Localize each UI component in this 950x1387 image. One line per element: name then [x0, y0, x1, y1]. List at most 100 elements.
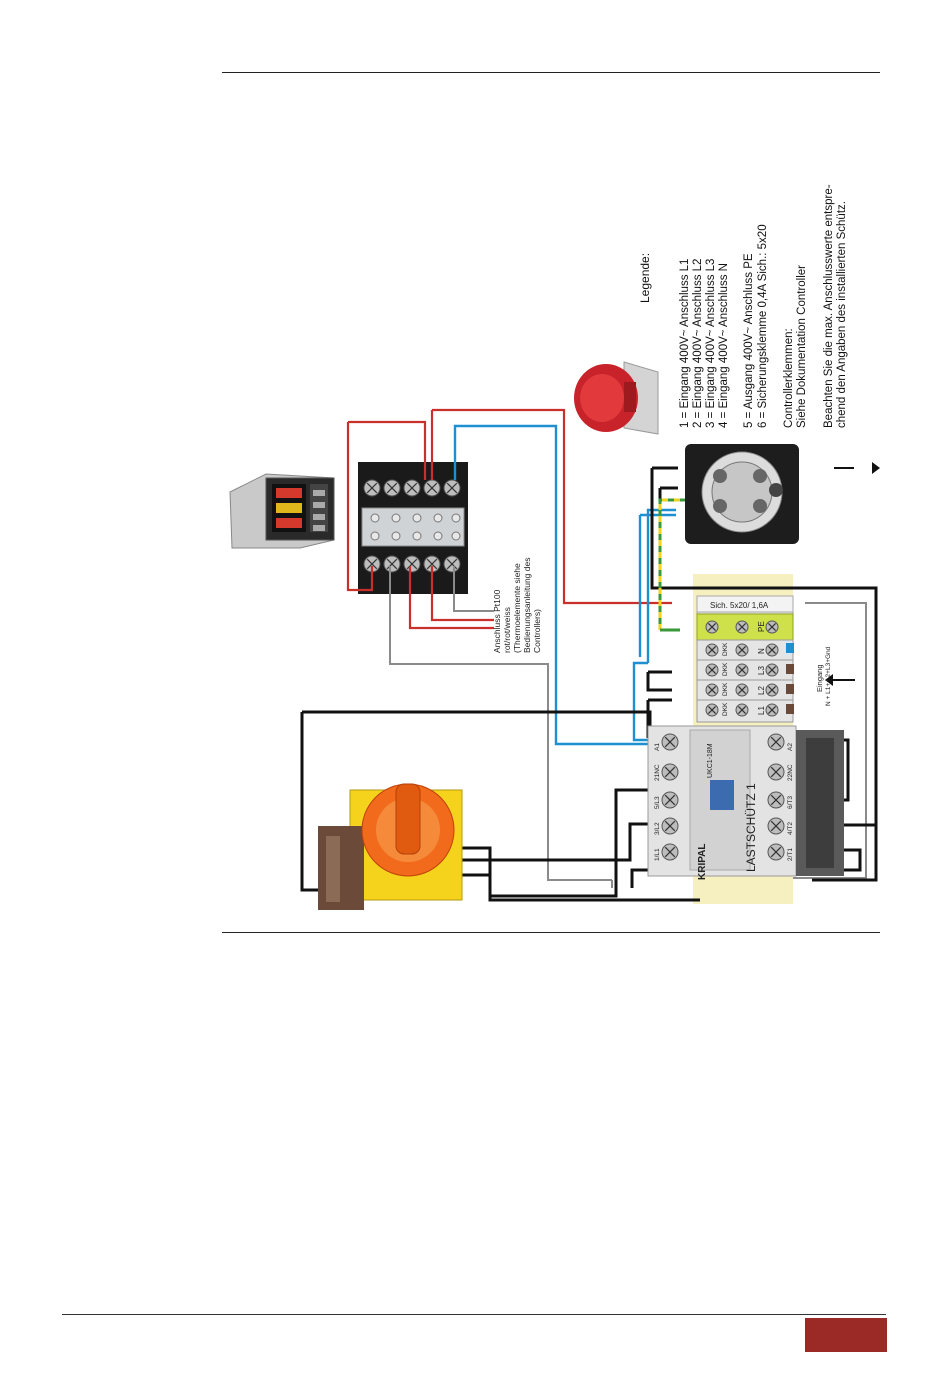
contactor — [647, 725, 844, 877]
legend-title: Legende: — [638, 253, 652, 303]
terminal-block — [696, 595, 794, 723]
diagram-bottom-rule — [222, 932, 880, 933]
contactor-terminal-right: 22NC — [787, 764, 794, 781]
footer-rule — [62, 1314, 886, 1315]
dkk-label: DKK — [722, 682, 729, 696]
legend-item-5: 5 = Ausgang 400V~ Anschluss PE — [743, 253, 755, 428]
legend-item-9: Beachten Sie die max. Anschlusswerte ent… — [823, 184, 835, 428]
legend-item-3: 3 = Eingang 400V~ Anschluss L3 — [705, 259, 717, 428]
terminal-screw-icon — [403, 479, 421, 497]
legend-item-8: Siehe Dokumentation Controller — [796, 265, 808, 428]
legend-item-1: 1 = Eingang 400V~ Anschluss L1 — [679, 259, 691, 428]
terminal-screw-icon — [403, 555, 421, 573]
contactor-terminal-left: 3/L2 — [654, 822, 661, 835]
cee-socket-red — [574, 361, 659, 435]
terminal-screw-icon — [363, 479, 381, 497]
wires-grey — [389, 566, 867, 888]
terminal-screw-icon — [765, 703, 779, 717]
controller-note-line-3: (Thermoelemente siehe — [512, 563, 522, 653]
terminal-screw-icon — [765, 683, 779, 697]
contactor-screw-icon — [767, 843, 785, 861]
legend-items: 1 = Eingang 400V~ Anschluss L1 2 = Einga… — [679, 184, 848, 428]
contactor-screw-icon — [661, 733, 679, 751]
terminal-screw-icon — [705, 643, 719, 657]
terminal-screw-icon — [443, 479, 461, 497]
temperature-controller — [229, 473, 335, 549]
terminal-screw-icon — [735, 703, 749, 717]
contactor-screw-icon — [767, 791, 785, 809]
contactor-screw-icon — [767, 733, 785, 751]
contactor-model: UKC1-18M — [707, 743, 714, 778]
dkk-label: DKK — [722, 662, 729, 676]
terminal-screw-icon — [423, 479, 441, 497]
contactor-terminal-right: 4/T2 — [787, 822, 794, 835]
legend-item-2: 2 = Eingang 400V~ Anschluss L2 — [692, 259, 704, 428]
contactor-brand: KRIPAL — [697, 844, 708, 880]
terminal-screw-icon — [363, 555, 381, 573]
contactor-terminal-left: 21NC — [654, 764, 661, 781]
contactor-terminal-left: 5/L3 — [654, 796, 661, 809]
l1-label: L1 — [757, 706, 766, 715]
terminal-number-icon — [433, 513, 443, 523]
controller-note-line-5: Controllers) — [532, 609, 542, 653]
terminal-screw-icon — [705, 683, 719, 697]
controller-note: Anschluss Pt100 rot/rot/weiss (Thermoele… — [492, 558, 542, 653]
terminal-screw-icon — [765, 620, 779, 634]
terminal-screw-icon — [735, 663, 749, 677]
controller-note-line-2: rot/rot/weiss — [502, 607, 512, 653]
n-label: N — [757, 648, 766, 654]
l3-label: L3 — [757, 666, 766, 675]
dkk-label: DKK — [722, 702, 729, 716]
terminal-number-icon — [412, 513, 422, 523]
contactor-screw-icon — [661, 817, 679, 835]
terminal-screw-icon — [383, 479, 401, 497]
terminal-screw-icon — [443, 555, 461, 573]
arrow-icon — [834, 462, 880, 474]
footer-badge — [805, 1318, 887, 1352]
terminal-screw-icon — [705, 620, 719, 634]
terminal-number-icon — [391, 513, 401, 523]
input-arrow-icon — [825, 674, 855, 686]
terminal-number-icon — [370, 531, 380, 541]
contactor-title: LASTSCHÜTZ 1 — [744, 783, 758, 872]
terminal-screw-icon — [735, 620, 749, 634]
contactor-screw-icon — [661, 791, 679, 809]
contactor-terminal-left: A1 — [654, 743, 661, 751]
contactor-screw-icon — [767, 763, 785, 781]
controller-note-line-1: Anschluss Pt100 — [492, 589, 502, 653]
contactor-terminal-left: 1/L1 — [654, 848, 661, 861]
controller-note-line-4: Bedienungsanleitung des — [522, 558, 532, 653]
terminal-screw-icon — [383, 555, 401, 573]
controller-terminal-board — [358, 462, 468, 594]
contactor-screw-icon — [661, 763, 679, 781]
terminal-screw-icon — [735, 683, 749, 697]
fuse-label: Sich. 5x20/ 1,6A — [710, 601, 769, 610]
contactor-screw-icon — [661, 843, 679, 861]
terminal-number-icon — [412, 531, 422, 541]
legend: Legende: — [638, 253, 652, 303]
wires-red — [346, 408, 672, 630]
terminal-screw-icon — [705, 663, 719, 677]
terminal-screw-icon — [735, 643, 749, 657]
legend-item-6: 6 = Sicherungsklemme 0,4A Sich.: 5x20 — [757, 224, 769, 428]
contactor-terminal-right: 6/T3 — [787, 796, 794, 809]
input-sub-label: N + L1+ L2+L3+Gnd — [825, 646, 832, 706]
legend-item-7: Controllerklemmen: — [783, 328, 795, 428]
l2-label: L2 — [757, 686, 766, 695]
dkk-label: DKK — [722, 642, 729, 656]
legend-item-4: 4 = Eingang 400V~ Anschluss N — [718, 263, 730, 428]
main-switch — [318, 783, 463, 910]
pe-label: PE — [757, 621, 766, 632]
cee-socket-front — [685, 444, 799, 544]
terminal-number-icon — [391, 531, 401, 541]
contactor-screw-icon — [767, 817, 785, 835]
terminal-number-icon — [451, 531, 461, 541]
contactor-terminal-right: 2/T1 — [787, 848, 794, 861]
wires-blue — [453, 424, 676, 746]
legend-item-10: chend den Angaben des installierten Schü… — [836, 201, 848, 428]
terminal-screw-icon — [765, 643, 779, 657]
terminal-screw-icon — [705, 703, 719, 717]
terminal-number-icon — [433, 531, 443, 541]
contactor-terminal-right: A2 — [787, 743, 794, 751]
